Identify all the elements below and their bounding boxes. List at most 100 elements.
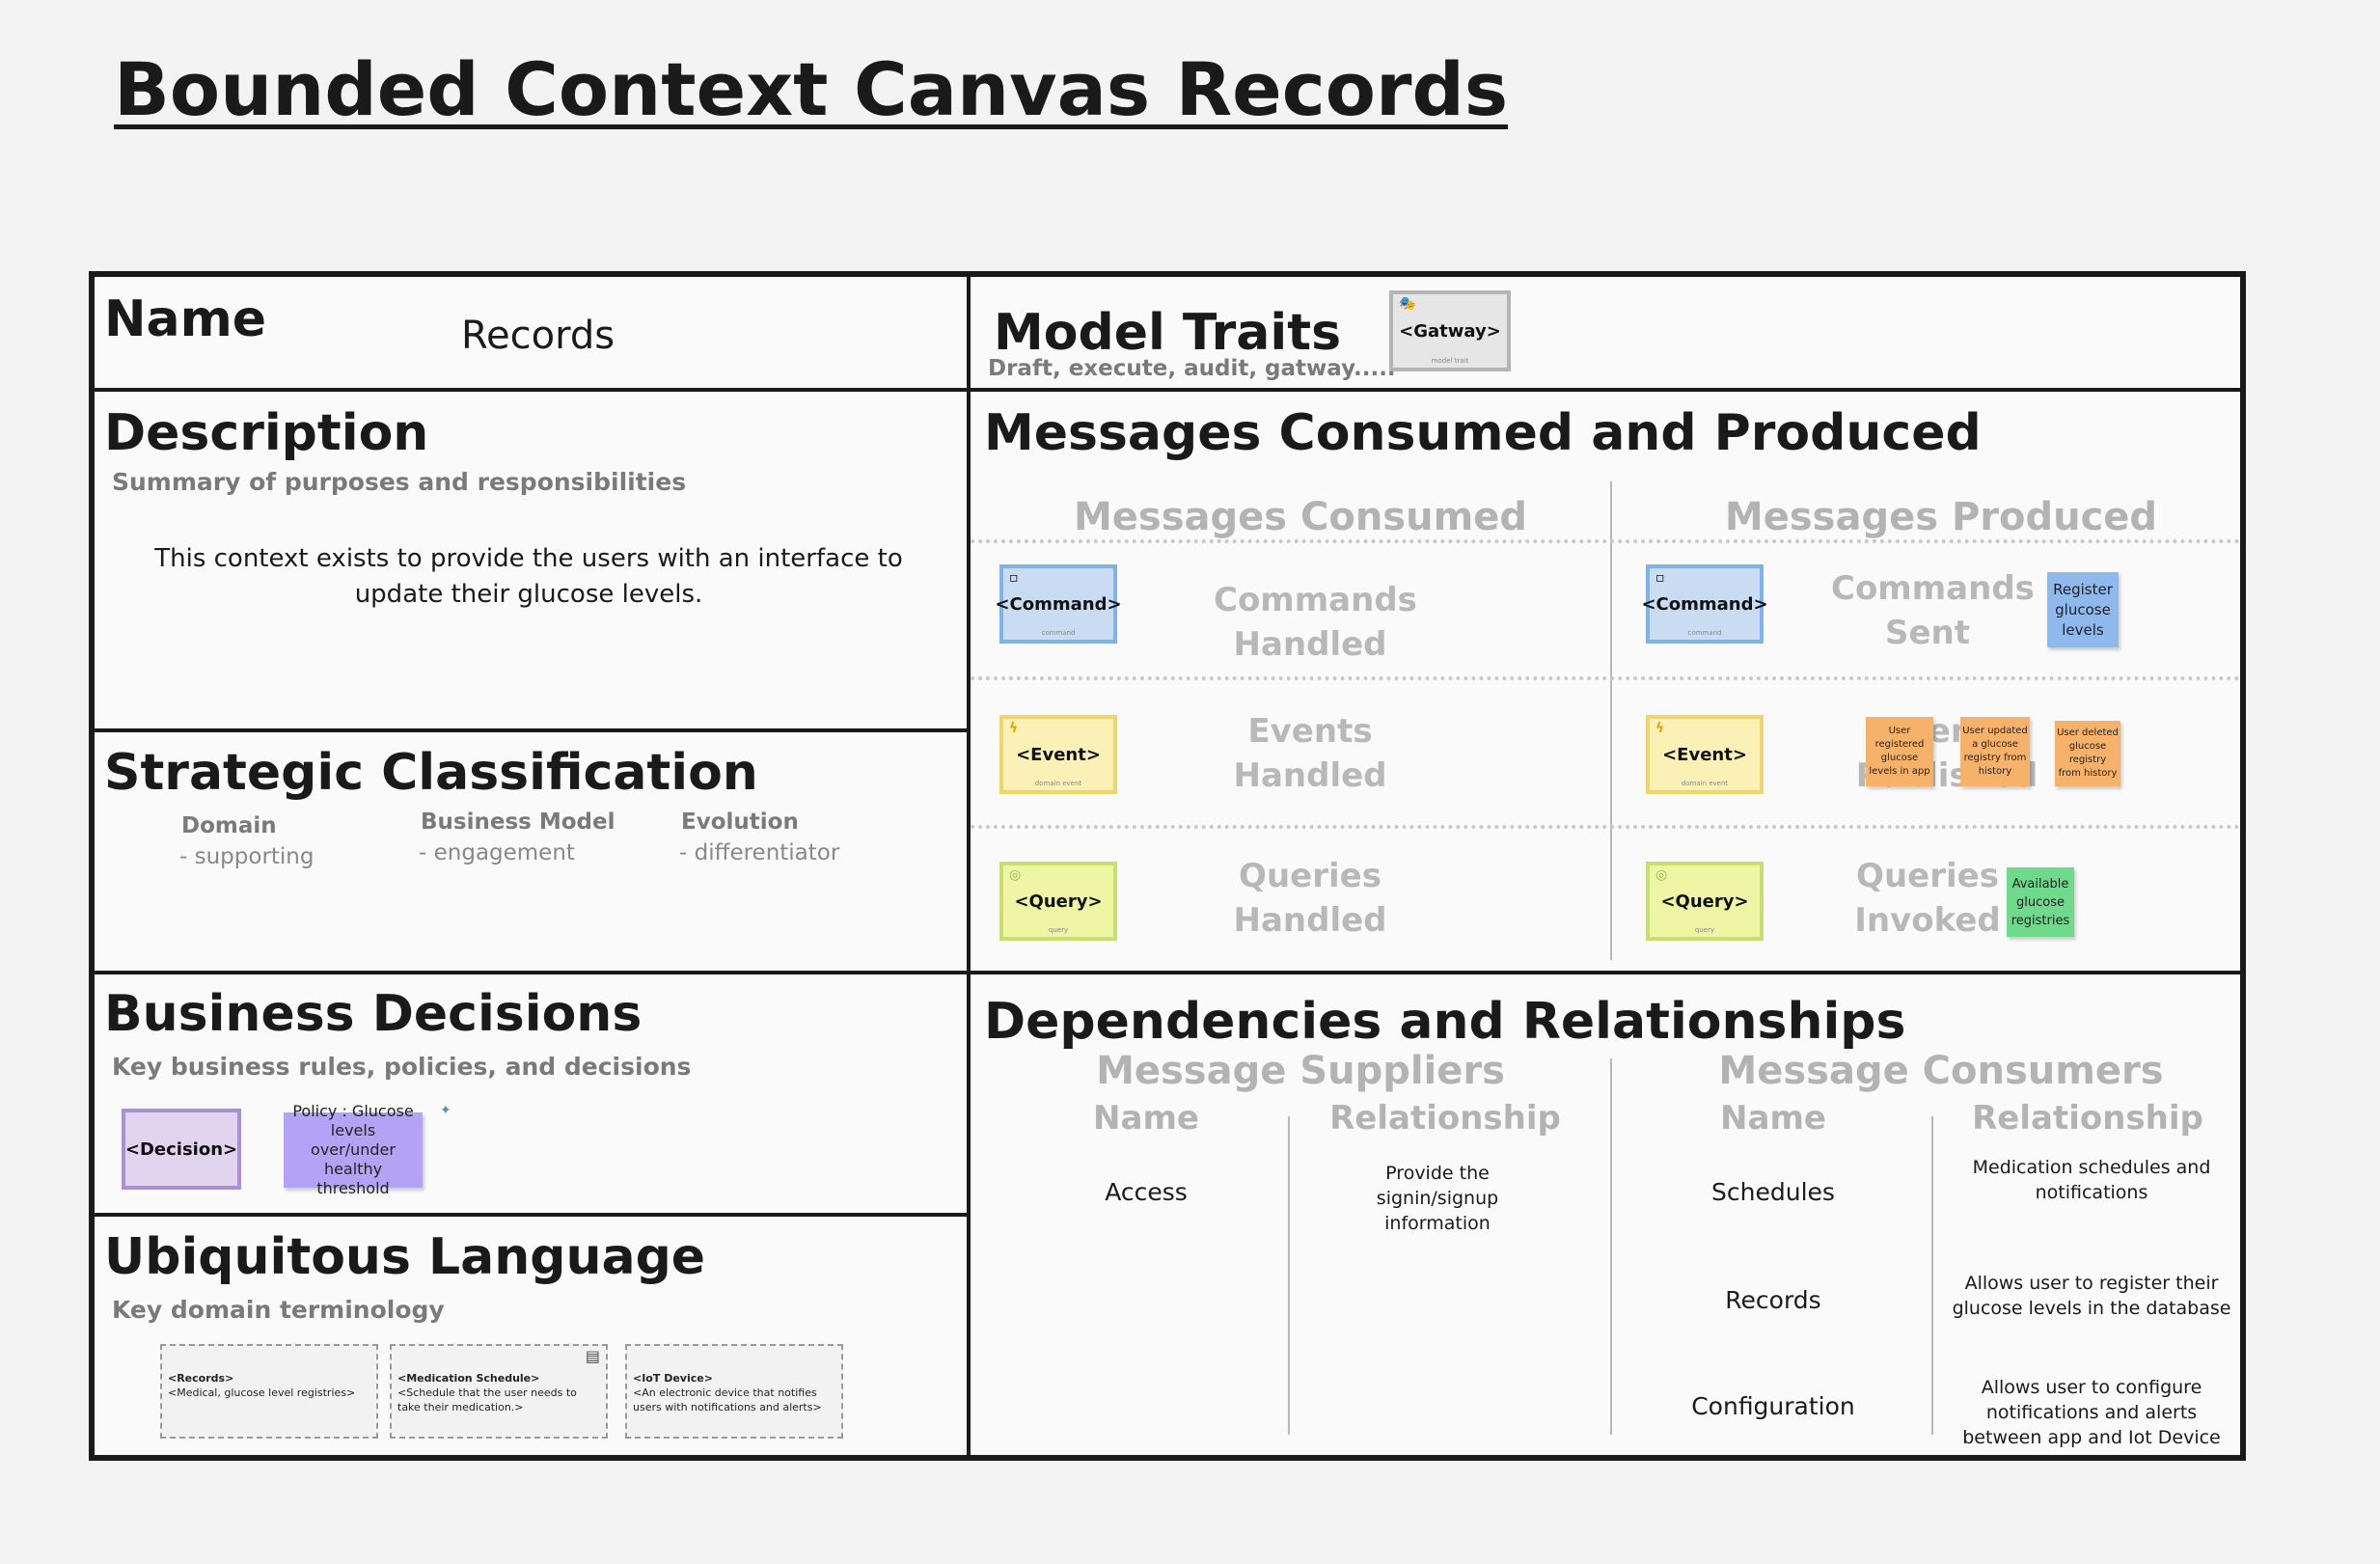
consumers-name-header: Name — [1720, 1099, 1826, 1138]
consumers-relationship-header: Relationship — [1972, 1099, 2203, 1138]
ubiquitous-language-heading: Ubiquitous Language — [104, 1228, 706, 1286]
term-medication-schedule[interactable]: ▤ <Medication Schedule> <Schedule that t… — [390, 1344, 608, 1439]
evolution-label: Evolution — [681, 809, 799, 835]
dependencies-center-divider — [1610, 1058, 1612, 1435]
description-heading: Description — [104, 404, 429, 462]
decision-card-label: <Decision> — [124, 1139, 238, 1160]
mask-icon: 🎭 — [1399, 296, 1416, 312]
business-model-label: Business Model — [421, 809, 616, 835]
suppliers-name-header: Name — [1093, 1099, 1199, 1138]
term-records[interactable]: <Records> <Medical, glucose level regist… — [160, 1344, 378, 1439]
query-icon: ◎ — [1655, 867, 1668, 883]
message-suppliers-heading: Message Suppliers — [1096, 1049, 1505, 1093]
produced-query-card[interactable]: ◎ <Query> query — [1646, 862, 1764, 941]
consumed-command-label: <Command> — [995, 593, 1122, 615]
gateway-trait-card[interactable]: 🎭 <Gatway> model trait — [1389, 290, 1511, 371]
event-updated-sticky[interactable]: User updated a glucose registry from his… — [1960, 717, 2030, 786]
produced-event-label: <Event> — [1662, 744, 1747, 765]
commands-handled-label: Commands Handled — [1214, 581, 1417, 664]
domain-value: - supporting — [179, 844, 315, 869]
supplier-relationship: Provide the signin/signup information — [1376, 1163, 1499, 1234]
term-records-title: <Records> — [168, 1372, 234, 1385]
name-heading: Name — [104, 290, 267, 348]
consumer-name-2: Records — [1725, 1286, 1821, 1314]
produced-event-card[interactable]: ϟ <Event> domain event — [1646, 715, 1764, 794]
produced-query-footer: query — [1694, 926, 1715, 934]
lightning-icon: ϟ — [1655, 721, 1665, 736]
business-decisions-subtitle: Key business rules, policies, and decisi… — [112, 1053, 692, 1081]
business-model-value: - engagement — [419, 840, 575, 865]
command-icon: ▫ — [1009, 570, 1019, 586]
register-glucose-sticky[interactable]: Register glucose levels — [2047, 572, 2119, 647]
policy-sticky[interactable]: Policy : Glucose levels over/under healt… — [284, 1102, 423, 1197]
decision-card[interactable]: <Decision> — [122, 1109, 241, 1190]
queries-invoked-label: Queries Invoked — [1854, 857, 2001, 940]
divider-left-strategic — [95, 971, 967, 974]
events-handled-label: Events Handled — [1233, 712, 1387, 795]
divider-left-name — [95, 388, 967, 392]
commands-sent-label: Commands Sent — [1831, 569, 2035, 652]
term-medication-text: <Schedule that the user needs to take th… — [397, 1386, 577, 1413]
document-icon: ▤ — [585, 1347, 600, 1365]
consumed-event-footer: domain event — [1034, 780, 1082, 787]
messages-heading: Messages Consumed and Produced — [984, 404, 1982, 462]
messages-center-divider — [1610, 481, 1612, 960]
dependencies-heading: Dependencies and Relationships — [984, 993, 1906, 1051]
domain-label: Domain — [181, 813, 277, 838]
available-registries-sticky[interactable]: Available glucose registries — [2007, 867, 2074, 937]
business-decisions-heading: Business Decisions — [104, 985, 643, 1043]
strategic-heading: Strategic Classification — [104, 744, 758, 802]
messages-consumed-heading: Messages Consumed — [1073, 495, 1528, 539]
consumed-command-card[interactable]: ▫ <Command> command — [995, 564, 1122, 644]
produced-query-label: <Query> — [1660, 891, 1749, 912]
term-iot-text: <An electronic device that notifies user… — [633, 1386, 822, 1413]
consumed-event-label: <Event> — [1016, 744, 1101, 765]
event-registered-sticky[interactable]: User registered glucose levels in app — [1866, 717, 1933, 786]
produced-command-card[interactable]: ▫ <Command> command — [1641, 564, 1768, 644]
term-medication-title: <Medication Schedule> — [397, 1372, 540, 1385]
consumer-relationship-1: Medication schedules and notifications — [1972, 1157, 2211, 1203]
produced-command-footer: command — [1687, 629, 1722, 637]
term-iot-device[interactable]: <IoT Device> <An electronic device that … — [625, 1344, 843, 1439]
consumers-column-divider — [1931, 1116, 1933, 1435]
term-records-text: <Medical, glucose level registries> — [168, 1386, 356, 1399]
consumer-name-3: Configuration — [1691, 1392, 1855, 1420]
suppliers-column-divider — [1288, 1116, 1290, 1435]
supplier-name: Access — [1105, 1178, 1188, 1206]
divider-left-description — [95, 728, 967, 732]
messages-produced-heading: Messages Produced — [1724, 495, 2158, 539]
queries-handled-label: Queries Handled — [1233, 857, 1387, 940]
consumed-command-footer: command — [1041, 629, 1076, 637]
divider-right-messages — [967, 971, 2240, 974]
suppliers-relationship-header: Relationship — [1329, 1099, 1561, 1138]
context-name-value: Records — [461, 314, 616, 358]
consumed-query-footer: query — [1048, 926, 1069, 934]
divider-right-traits — [967, 388, 2240, 392]
bounded-context-canvas: Name Records Model Traits Draft, execute… — [89, 271, 2246, 1461]
messages-dotted-1 — [971, 539, 2240, 543]
divider-left-decisions — [95, 1213, 967, 1217]
ubiquitous-language-subtitle: Key domain terminology — [112, 1296, 445, 1324]
messages-dotted-2 — [971, 676, 2240, 680]
consumed-query-label: <Query> — [1014, 891, 1103, 912]
command-icon: ▫ — [1655, 570, 1665, 586]
consumer-name-1: Schedules — [1711, 1178, 1835, 1206]
sparkle-icon: ✦ — [440, 1103, 451, 1118]
model-traits-subtitle: Draft, execute, audit, gatway..... — [988, 356, 1396, 381]
page-title: Bounded Context Canvas Records — [114, 46, 1509, 132]
messages-dotted-3 — [971, 825, 2240, 829]
event-deleted-sticky[interactable]: User deleted glucose registry from histo… — [2055, 721, 2120, 786]
query-icon: ◎ — [1009, 867, 1022, 883]
model-traits-heading: Model Traits — [994, 304, 1342, 362]
message-consumers-heading: Message Consumers — [1718, 1049, 2164, 1093]
consumed-event-card[interactable]: ϟ <Event> domain event — [999, 715, 1117, 794]
evolution-value: - differentiator — [679, 840, 840, 865]
description-text: This context exists to provide the users… — [154, 544, 903, 609]
lightning-icon: ϟ — [1009, 721, 1019, 736]
gateway-card-footer: model trait — [1431, 357, 1469, 365]
consumed-query-card[interactable]: ◎ <Query> query — [999, 862, 1117, 941]
center-divider — [967, 277, 971, 1455]
description-subtitle: Summary of purposes and responsibilities — [112, 468, 687, 496]
consumer-relationship-3: Allows user to configure notifications a… — [1962, 1377, 2221, 1448]
term-iot-title: <IoT Device> — [633, 1372, 713, 1385]
